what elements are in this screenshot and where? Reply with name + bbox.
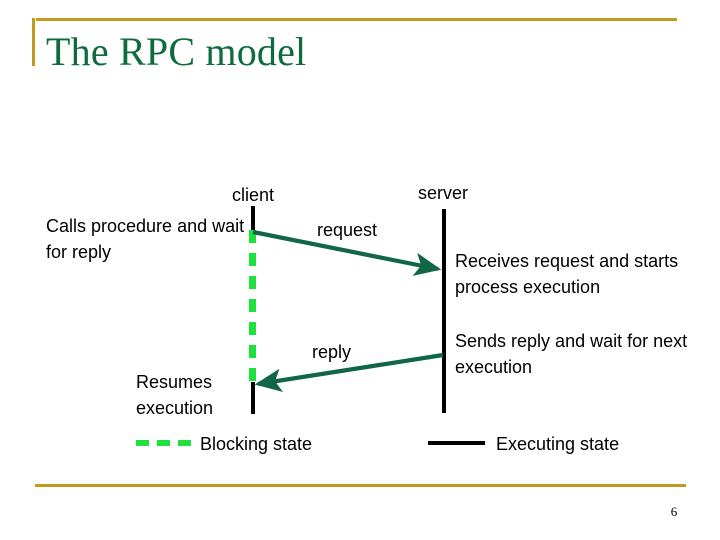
message-label-request: request (317, 220, 378, 240)
title-rule-top (36, 18, 677, 21)
title-rule-left (32, 18, 35, 66)
note-calls-procedure: Calls procedure and wait for reply (46, 216, 245, 262)
lane-label-server: server (417, 183, 468, 203)
lane-label-client: client (231, 185, 275, 205)
page-number: 6 (670, 504, 678, 519)
footer-rule (35, 484, 686, 487)
client-lifeline-executing-top (251, 206, 255, 230)
note-receives-request: Receives request and starts process exec… (455, 251, 679, 297)
note-sends-reply: Sends reply and wait for next execution (455, 331, 688, 377)
legend-blocking-swatch (136, 440, 192, 446)
legend-executing-swatch (428, 441, 485, 445)
client-lifeline-blocking (249, 230, 256, 382)
page-title: The RPC model (46, 29, 307, 74)
legend-executing-label: Executing state (496, 434, 620, 454)
note-resumes-execution: Resumes execution (136, 372, 214, 418)
message-label-reply: reply (312, 342, 352, 362)
legend-blocking-label: Blocking state (200, 434, 313, 454)
server-lifeline-executing (442, 209, 446, 413)
client-lifeline-executing-bottom (251, 382, 255, 414)
